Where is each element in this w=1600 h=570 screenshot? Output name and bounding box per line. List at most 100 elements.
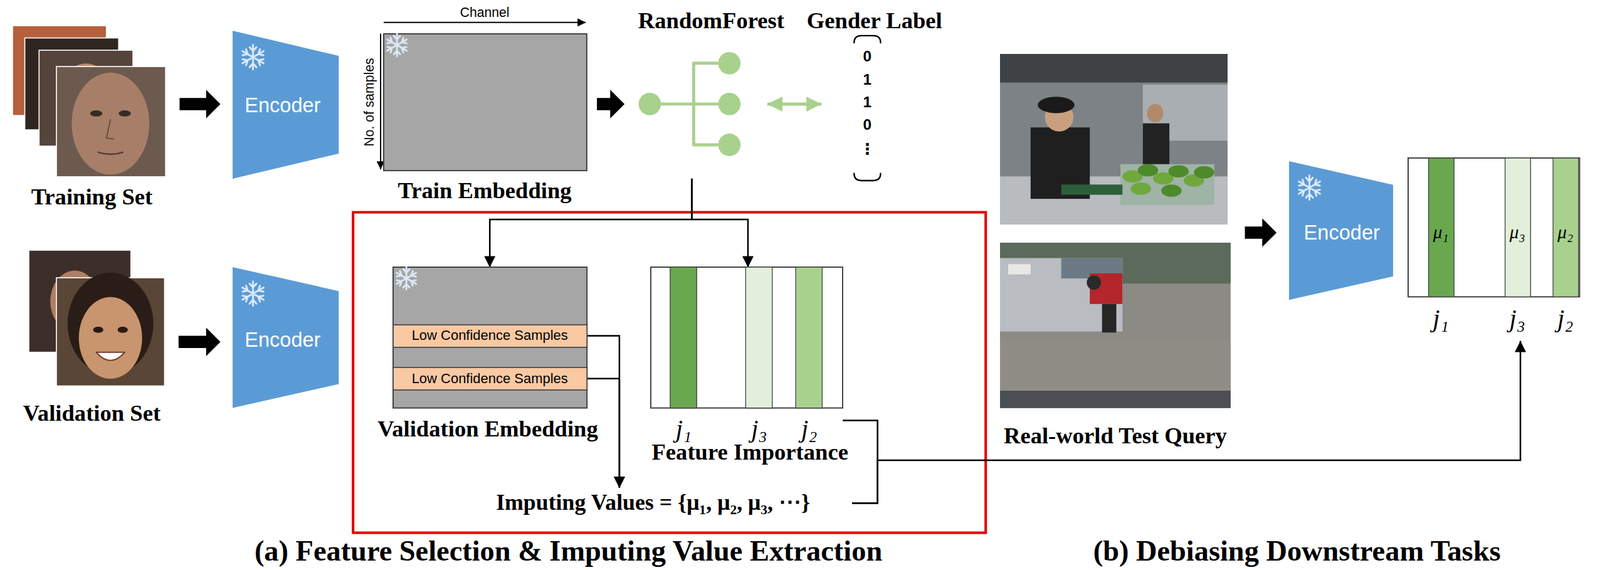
sample-band: Low Confidence Samples — [393, 324, 587, 348]
block-arrow — [596, 89, 625, 119]
block-label: Encoder — [244, 94, 321, 116]
eye — [89, 110, 103, 117]
vector-value: ⋮ — [859, 141, 875, 157]
encoder-shape — [232, 30, 339, 179]
photo — [1000, 242, 1231, 409]
shape-group — [650, 267, 843, 409]
feature-importance-vector: j₁j₃j₂Feature Importance — [650, 267, 843, 464]
subfigure-caption: (a) Feature Selection & Imputing Value E… — [254, 536, 883, 566]
encoder-block: Encoder — [1289, 161, 1394, 300]
shape-group — [232, 30, 339, 179]
shape-group — [383, 33, 587, 171]
matrix-rect — [383, 33, 587, 171]
band-rect — [393, 324, 587, 348]
tree-leaf — [638, 92, 662, 116]
caption-label: Training Set — [31, 185, 153, 209]
face — [78, 297, 142, 379]
vector-bracket — [853, 35, 881, 43]
face-image-stack: Training Set — [12, 25, 166, 177]
axis-label: No. of samples — [363, 57, 377, 147]
mouth — [97, 152, 123, 155]
value-label: μ₁ — [1433, 223, 1449, 242]
eye — [92, 326, 103, 333]
highlight-frame — [352, 212, 986, 533]
shape-group — [12, 25, 166, 177]
face-image-stack: Validation Set — [28, 250, 165, 386]
index-label: j₁ — [675, 415, 692, 442]
output-vector: μ₁μ₃μ₂j₁j₃j₂ — [1408, 157, 1580, 341]
photo — [1000, 53, 1228, 225]
block-arrow — [178, 327, 221, 357]
shape-group — [638, 52, 742, 157]
snowflake-icon — [387, 33, 407, 57]
eye — [118, 110, 132, 117]
person-head — [1086, 275, 1101, 290]
encoder-shape — [1289, 161, 1394, 300]
axis-label: Channel — [460, 5, 510, 19]
face-card — [56, 66, 166, 177]
face — [71, 72, 150, 175]
band-rect — [393, 367, 587, 390]
vegetable — [1137, 164, 1159, 177]
vegetable — [1161, 184, 1182, 198]
smile — [95, 352, 125, 361]
connector — [691, 178, 748, 268]
caption-label: Feature Importance — [652, 440, 849, 464]
shape-group — [393, 324, 587, 348]
encoder-block: Encoder — [232, 267, 339, 409]
node-shape — [634, 48, 745, 179]
node-shape — [12, 25, 166, 177]
tree-leaf — [718, 133, 742, 157]
node-shape — [28, 250, 165, 386]
value-label: μ₃ — [1509, 223, 1526, 242]
caption-label: Train Embedding — [398, 179, 572, 203]
snowflake-icon — [396, 267, 416, 290]
vector-rect — [650, 267, 843, 409]
photo-ceiling — [1000, 53, 1228, 83]
index-label: j₂ — [801, 415, 817, 442]
index-label: j₃ — [751, 415, 767, 442]
vector-value: 0 — [863, 116, 873, 132]
nose — [105, 119, 113, 139]
block-arrow — [179, 89, 221, 119]
feature-bar — [1505, 157, 1532, 297]
person-legs — [1102, 304, 1117, 333]
matrix-rect — [393, 267, 587, 409]
index-label: j₂ — [1557, 305, 1574, 332]
connector — [767, 102, 822, 106]
vector-value: 1 — [863, 94, 873, 110]
tree-branches — [662, 63, 718, 145]
photo-pair: Real-world Test Query — [1000, 53, 1231, 409]
axis-arrow — [379, 33, 382, 170]
block-arrow — [1245, 218, 1277, 248]
shape-group — [393, 367, 587, 390]
ground — [1000, 339, 1231, 391]
vegetable — [1168, 165, 1190, 179]
caption-label: Validation Set — [23, 401, 161, 426]
sample-band: Low Confidence Samples — [393, 367, 587, 390]
encoder-shape — [232, 267, 339, 409]
band-label: Low Confidence Samples — [411, 371, 569, 386]
shape-group — [853, 35, 881, 181]
feature-bar — [1428, 157, 1455, 297]
caption-label: Real-world Test Query — [1003, 424, 1227, 448]
label-vector: Gender Label0110⋮ — [852, 32, 883, 184]
vector-value: 1 — [863, 72, 873, 88]
subfigure-caption: (b) Debiasing Downstream Tasks — [1093, 536, 1501, 566]
vector-value: 0 — [863, 48, 873, 64]
vegetable — [1130, 182, 1152, 195]
shape-group — [232, 267, 339, 409]
vegetable-bin — [1120, 164, 1215, 206]
feature-bar — [1552, 157, 1579, 297]
caption-label: RandomForest — [638, 8, 785, 32]
shape-group — [393, 267, 587, 409]
vector-rect — [1408, 157, 1580, 297]
cutting-board — [1061, 184, 1123, 195]
vector-bracket — [853, 173, 881, 181]
snowflake-icon — [1298, 175, 1320, 200]
random-forest-icon: RandomForest — [634, 48, 745, 179]
encoder-block: Encoder — [232, 30, 339, 179]
windshield-edge — [1000, 390, 1231, 409]
